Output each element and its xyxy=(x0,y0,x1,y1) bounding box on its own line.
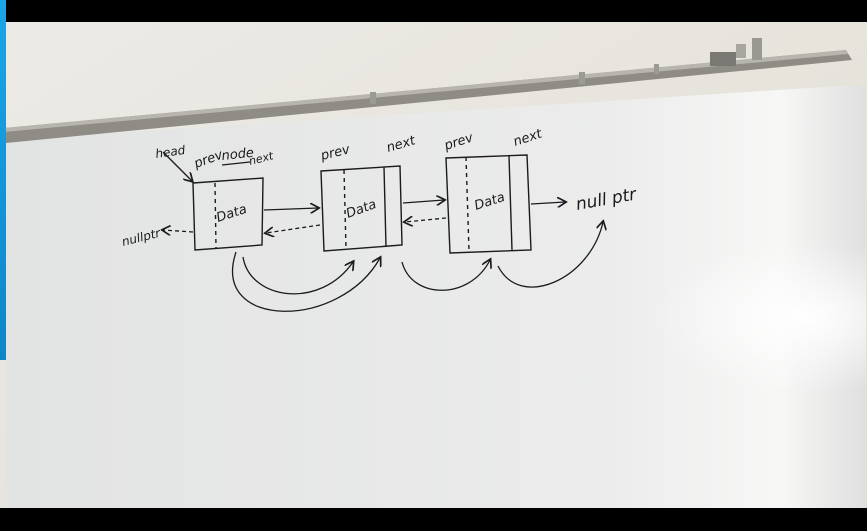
curve-arrow xyxy=(242,256,353,295)
left-accent-bar xyxy=(0,0,6,360)
marker-rail xyxy=(4,50,852,143)
next-arrow xyxy=(263,208,318,210)
rail-clip xyxy=(370,92,376,104)
eraser-holder xyxy=(710,52,736,66)
node-3 xyxy=(445,154,532,254)
rail-clip xyxy=(579,72,585,84)
letterbox-top xyxy=(0,0,867,22)
rail-clip xyxy=(654,64,659,74)
prev-arrow xyxy=(266,224,321,233)
node-underline xyxy=(221,161,251,166)
curve-arrow xyxy=(232,251,380,312)
letterbox-bottom xyxy=(0,508,867,531)
node-2 xyxy=(320,165,403,252)
head-label: head xyxy=(154,143,186,161)
marker-pen xyxy=(752,38,762,60)
null-arrow xyxy=(163,230,194,232)
next-arrow xyxy=(402,200,444,203)
curve-arrow xyxy=(497,222,603,288)
arrows xyxy=(162,151,603,312)
node2-prev-label: prev xyxy=(318,142,351,164)
node-1 xyxy=(192,177,264,251)
head-arrow xyxy=(162,151,192,181)
node-label: node xyxy=(221,146,255,164)
curve-arrow xyxy=(401,260,490,291)
node1-next-label: next xyxy=(248,149,276,168)
light-glare xyxy=(6,86,866,508)
null-arrow xyxy=(530,202,565,204)
